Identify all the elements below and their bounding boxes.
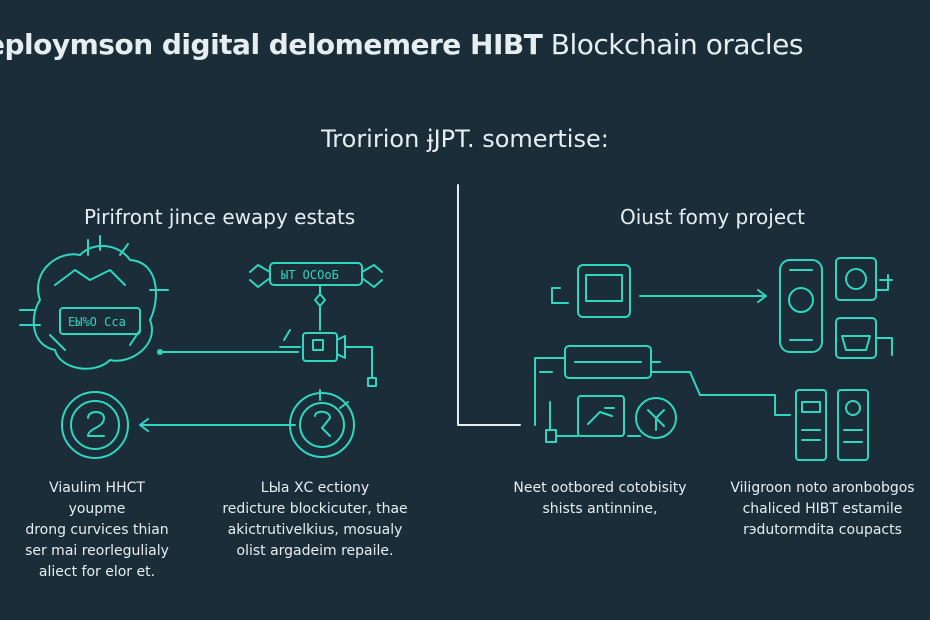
server-bar-icon	[534, 345, 701, 426]
panel-divider	[457, 184, 521, 426]
node-device-icon	[279, 329, 377, 387]
coin-right-icon	[289, 389, 355, 458]
gear-chip-icon	[19, 235, 169, 370]
title: eploymson digital delomemere HIBT Blockc…	[0, 28, 803, 61]
shield-coin-icon	[627, 394, 776, 439]
chart-panel-icon	[545, 395, 625, 443]
left-panel-title: Pirifront jince ewapy estats	[84, 205, 356, 229]
bridge-icon	[249, 262, 383, 288]
right-panel-title: Oiust fomy project	[620, 205, 805, 229]
title-bold: eploymson digital delomemere HIBT	[0, 28, 543, 61]
terminal-icon	[551, 264, 767, 318]
caption-right-1: Neet ootbored cotobisity shists antinnin…	[513, 480, 687, 517]
oracle-tower-icon	[779, 257, 893, 359]
bridge-label: ЫТ ОСОоБ	[281, 268, 339, 282]
title-light: Blockchain oracles	[550, 28, 804, 61]
arrow-coins	[139, 418, 296, 432]
gear-chip-label: ЕЫ%О Сса	[68, 315, 126, 329]
coin-left-icon	[61, 391, 129, 459]
caption-right-2: Viligroon noto aronbobgos chaliced HIBT …	[730, 480, 915, 538]
caption-left-2: LЫа ХС ectiony redicture blockicuter, th…	[222, 480, 408, 559]
subtitle: Troririon ɉJPT. somertise:	[321, 125, 609, 153]
battery-icon	[775, 389, 869, 461]
caption-left-1: Viaulim HHCT youpme drong curvices thian…	[25, 480, 169, 580]
